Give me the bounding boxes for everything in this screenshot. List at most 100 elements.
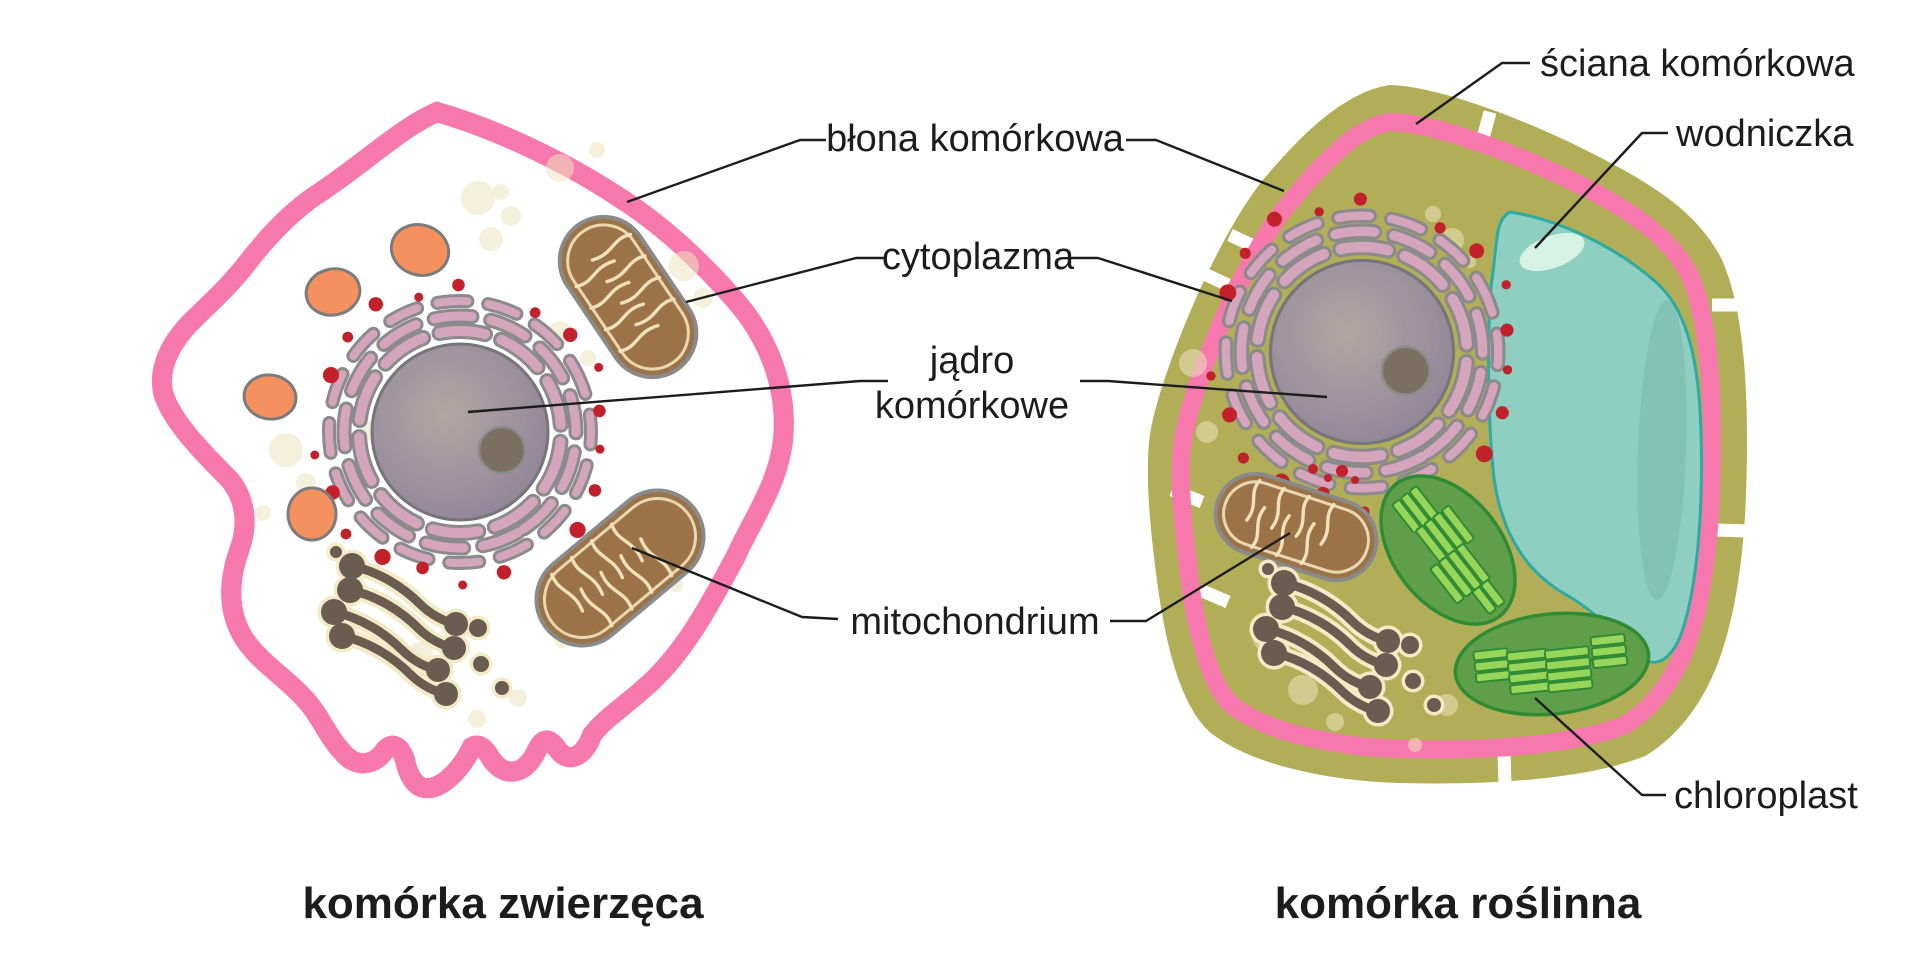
- crista: [619, 275, 662, 305]
- vesicle-spot: [1326, 713, 1344, 731]
- label-cell-wall: ściana komórkowa: [1540, 43, 1856, 85]
- plant-golgi-apparatus: [1249, 559, 1445, 727]
- leader-cell-wall: [1415, 61, 1530, 125]
- vesicle-spot: [509, 689, 527, 707]
- ribosome-dot: [1266, 211, 1282, 227]
- crista: [589, 539, 625, 580]
- crista: [619, 553, 654, 595]
- ribosome-dot: [342, 331, 354, 343]
- leader-cytoplasm-right: [1070, 256, 1233, 303]
- vesicle-spot: [501, 206, 521, 226]
- vesicle-spot: [468, 710, 486, 728]
- granum: [1546, 667, 1593, 683]
- granum: [1547, 678, 1594, 694]
- crista: [1245, 478, 1262, 522]
- chloroplast: [1379, 474, 1517, 626]
- granum: [1441, 504, 1475, 545]
- label-nucleus-line2: komórkowe: [875, 385, 1069, 427]
- ribosome-dot: [1237, 452, 1249, 464]
- animal-lysosomes: [242, 223, 451, 542]
- golgi-stack: [317, 542, 513, 710]
- lysosome: [242, 373, 298, 421]
- cristae-outline: [1222, 480, 1370, 574]
- mitochondrion: [557, 214, 699, 380]
- ribosome-dot: [1469, 243, 1485, 259]
- ribosome-dot: [1495, 406, 1509, 420]
- crista: [618, 323, 660, 353]
- golgi-vesicle: [1427, 698, 1441, 712]
- animal-mitochondria: [534, 214, 706, 648]
- ribosome-dot: [1501, 280, 1511, 290]
- ribosome-dot: [569, 521, 586, 539]
- crista: [569, 555, 605, 596]
- vesicle-spot: [1288, 675, 1318, 705]
- golgi-stack: [1249, 559, 1445, 727]
- crista: [1269, 486, 1287, 530]
- nucleolus: [1380, 345, 1431, 396]
- ribosome-dot: [588, 484, 602, 497]
- er-segment-ring: [1221, 211, 1503, 493]
- crista: [1249, 506, 1267, 549]
- ribosome-dot: [1353, 192, 1367, 206]
- animal-golgi-apparatus: [317, 542, 513, 710]
- ribosome-dot: [1222, 407, 1238, 423]
- cristae-outline: [542, 497, 698, 639]
- label-cytoplasm: cytoplazma: [882, 236, 1075, 278]
- animal-nucleus-complex: [310, 278, 606, 590]
- ribosome-dot: [595, 444, 605, 454]
- crista: [634, 297, 676, 327]
- vesicle-spot: [546, 154, 574, 182]
- animal-cell: [162, 101, 784, 788]
- nucleus: [1268, 258, 1456, 446]
- ribosome-dot: [416, 561, 429, 575]
- er-segment-ring: [1236, 226, 1488, 478]
- ribosome-dot: [529, 307, 541, 319]
- crista: [605, 254, 647, 284]
- crista: [1299, 522, 1316, 566]
- granum: [1591, 654, 1629, 669]
- vesicle-spot: [255, 505, 271, 521]
- ribosome-dot: [1434, 222, 1446, 234]
- plant-cell: [1147, 85, 1750, 787]
- er-segment-ring: [325, 297, 595, 567]
- leader-cell-membrane-right: [1126, 138, 1285, 193]
- granum: [1590, 643, 1628, 659]
- granum: [1471, 586, 1497, 615]
- lysosome: [286, 486, 338, 542]
- vesicle-spot: [1408, 738, 1422, 752]
- crista: [1294, 494, 1311, 538]
- vesicle-spot: [493, 184, 509, 200]
- leader-cytoplasm-left: [685, 256, 886, 304]
- ribosome-dot: [1219, 284, 1237, 302]
- vesicle-spot: [1196, 421, 1218, 443]
- lysosome: [389, 223, 451, 277]
- leader-nucleus-right: [1080, 379, 1328, 399]
- ribosome-dot: [1500, 323, 1514, 337]
- vesicle-spot: [1179, 349, 1207, 377]
- ribosome-dot: [563, 327, 578, 342]
- plant-ribosomes: [1308, 464, 1359, 484]
- ribosome-dot: [593, 404, 606, 418]
- ribosome-dot: [1502, 365, 1513, 375]
- granum: [1543, 645, 1591, 661]
- label-chloroplast: chloroplast: [1674, 775, 1858, 817]
- ribosome-dot: [374, 548, 391, 566]
- golgi-vesicle: [495, 681, 509, 695]
- granum: [1429, 563, 1465, 605]
- vesicle-spot: [580, 350, 596, 366]
- vacuole-shade: [1637, 300, 1687, 600]
- vacuole: [1487, 210, 1703, 664]
- ribosome-dot: [496, 565, 512, 580]
- label-mitochondrion: mitochondrium: [850, 601, 1099, 643]
- crista: [599, 570, 634, 611]
- leader-nucleus-left: [467, 379, 888, 414]
- chloroplast: [1453, 611, 1651, 717]
- crista: [609, 522, 644, 563]
- ribosome-dot: [340, 528, 352, 540]
- mitochondrion: [534, 488, 706, 648]
- crista: [603, 302, 646, 332]
- lysosome: [304, 267, 362, 317]
- vesicle-spot: [669, 251, 699, 281]
- cell-wall-gap: [1195, 265, 1231, 291]
